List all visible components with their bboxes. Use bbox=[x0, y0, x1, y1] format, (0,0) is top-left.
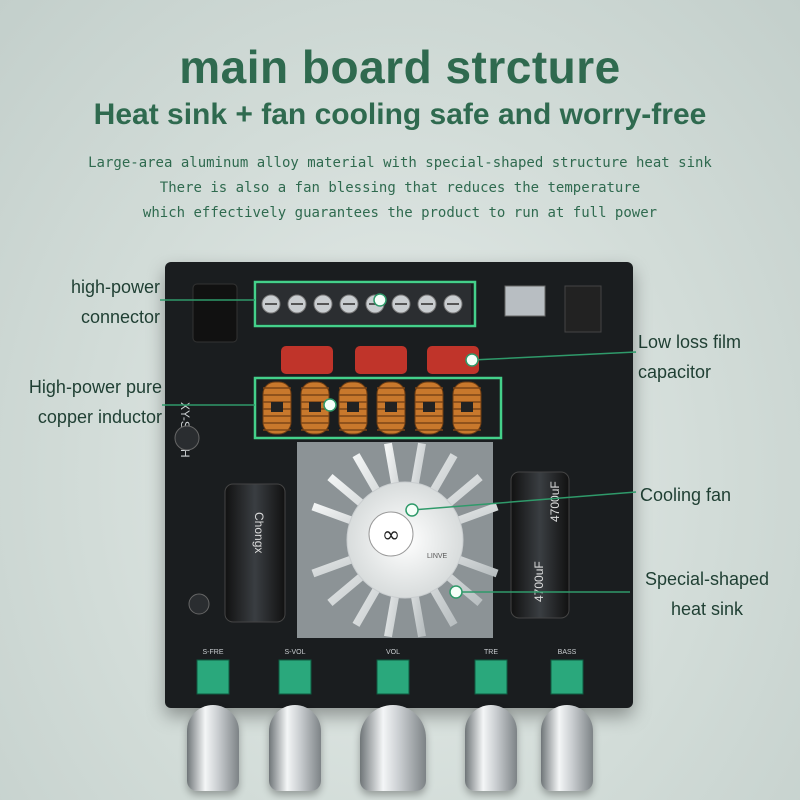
inductor-coil bbox=[452, 381, 482, 435]
description-line-3: which effectively guarantees the product… bbox=[142, 205, 658, 221]
heatsink-callout-line2: heat sink bbox=[670, 599, 744, 619]
inductor-callout-line1: High-power pure bbox=[28, 377, 162, 397]
connector-callout: high-power connector bbox=[30, 272, 160, 332]
inductor-callout-line2: copper inductor bbox=[37, 407, 162, 427]
knob-label: VOL bbox=[386, 649, 400, 656]
volume-knob[interactable] bbox=[465, 705, 517, 791]
amplifier-board: XY-S220H ∞ LINVE Chongx 4700uF 4700uF bbox=[165, 262, 633, 708]
potentiometer-base bbox=[474, 659, 508, 695]
potentiometer-bases bbox=[196, 659, 584, 695]
audio-jack bbox=[564, 285, 602, 333]
connector-callout-line1: high-power bbox=[70, 277, 160, 297]
heatsink-callout: Special-shaped heat sink bbox=[632, 564, 782, 624]
capacitor-callout-line1: Low loss film bbox=[638, 332, 742, 352]
knob-label: TRE bbox=[484, 649, 498, 656]
terminal-block bbox=[257, 284, 471, 324]
volume-knob[interactable] bbox=[360, 705, 426, 791]
page-subtitle: Heat sink + fan cooling safe and worry-f… bbox=[93, 98, 707, 131]
connector-highlight bbox=[253, 280, 477, 328]
film-capacitors bbox=[281, 346, 479, 374]
fan-brand: LINVE bbox=[427, 553, 448, 560]
small-capacitor bbox=[188, 593, 210, 615]
cap-brand-text: Chongx bbox=[252, 512, 266, 553]
copper-inductors bbox=[262, 381, 482, 435]
description-line-1: Large-area aluminum alloy material with … bbox=[88, 155, 712, 171]
small-capacitor bbox=[174, 425, 200, 451]
connector-callout-line2: connector bbox=[80, 307, 160, 327]
potentiometer-base bbox=[376, 659, 410, 695]
knob-label: S-FRE bbox=[203, 649, 224, 656]
board-illustration: XY-S220H ∞ LINVE Chongx 4700uF 4700uF bbox=[174, 280, 602, 695]
electrolytic-capacitor-right: 4700uF 4700uF bbox=[510, 471, 570, 619]
capacitor-callout-line2: capacitor bbox=[638, 362, 712, 382]
fan-logo-icon: ∞ bbox=[382, 523, 400, 548]
inductor-highlight bbox=[253, 376, 503, 440]
volume-knob[interactable] bbox=[269, 705, 321, 791]
fan-callout: Cooling fan bbox=[640, 480, 780, 510]
knob-label: BASS bbox=[558, 649, 577, 656]
inductor-coil bbox=[338, 381, 368, 435]
inductor-coil bbox=[376, 381, 406, 435]
usb-port bbox=[504, 285, 546, 317]
inductor-coil bbox=[262, 381, 292, 435]
inductor-coil bbox=[300, 381, 330, 435]
inductor-coil bbox=[414, 381, 444, 435]
potentiometer-base bbox=[196, 659, 230, 695]
potentiometer-base bbox=[278, 659, 312, 695]
fan-callout-line1: Cooling fan bbox=[640, 485, 732, 505]
potentiometer-base bbox=[550, 659, 584, 695]
volume-knob[interactable] bbox=[187, 705, 239, 791]
description-line-2: There is also a fan blessing that reduce… bbox=[159, 180, 641, 196]
cap-value-text-1: 4700uF bbox=[532, 561, 546, 602]
cap-value-text-2: 4700uF bbox=[548, 481, 562, 522]
page-title: main board strcture bbox=[179, 41, 621, 93]
cooling-fan: ∞ LINVE bbox=[346, 481, 464, 599]
dc-jack bbox=[192, 283, 238, 343]
knob-label: S-VOL bbox=[284, 649, 305, 656]
heatsink-callout-line1: Special-shaped bbox=[644, 569, 770, 589]
volume-knob[interactable] bbox=[541, 705, 593, 791]
inductor-callout: High-power pure copper inductor bbox=[12, 372, 162, 432]
electrolytic-capacitor-left: Chongx bbox=[224, 483, 286, 623]
capacitor-callout: Low loss film capacitor bbox=[638, 327, 778, 387]
